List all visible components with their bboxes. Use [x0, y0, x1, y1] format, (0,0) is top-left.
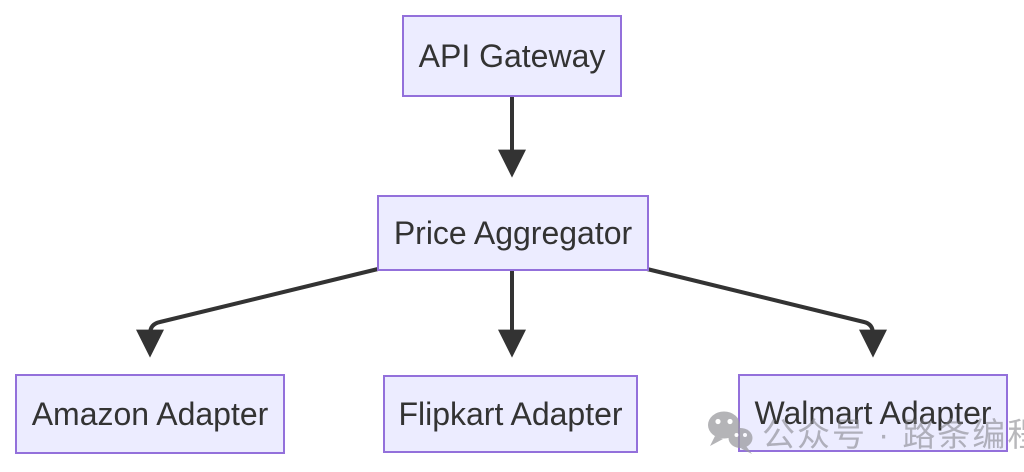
node-amazon-adapter: Amazon Adapter: [15, 374, 285, 454]
node-price-aggregator-label: Price Aggregator: [393, 215, 633, 251]
node-amazon-adapter-label: Amazon Adapter: [31, 396, 269, 432]
edge-priceaggregator-walmartadapter: [646, 267, 887, 358]
node-price-aggregator: Price Aggregator: [377, 195, 649, 271]
node-flipkart-adapter-label: Flipkart Adapter: [398, 396, 623, 432]
node-api-gateway-label: API Gateway: [418, 38, 606, 74]
node-flipkart-adapter: Flipkart Adapter: [383, 375, 638, 453]
node-walmart-adapter: Walmart Adapter: [738, 374, 1008, 452]
node-api-gateway: API Gateway: [402, 15, 622, 97]
node-walmart-adapter-label: Walmart Adapter: [754, 395, 992, 431]
edge-priceaggregator-amazonadapter: [136, 267, 379, 358]
